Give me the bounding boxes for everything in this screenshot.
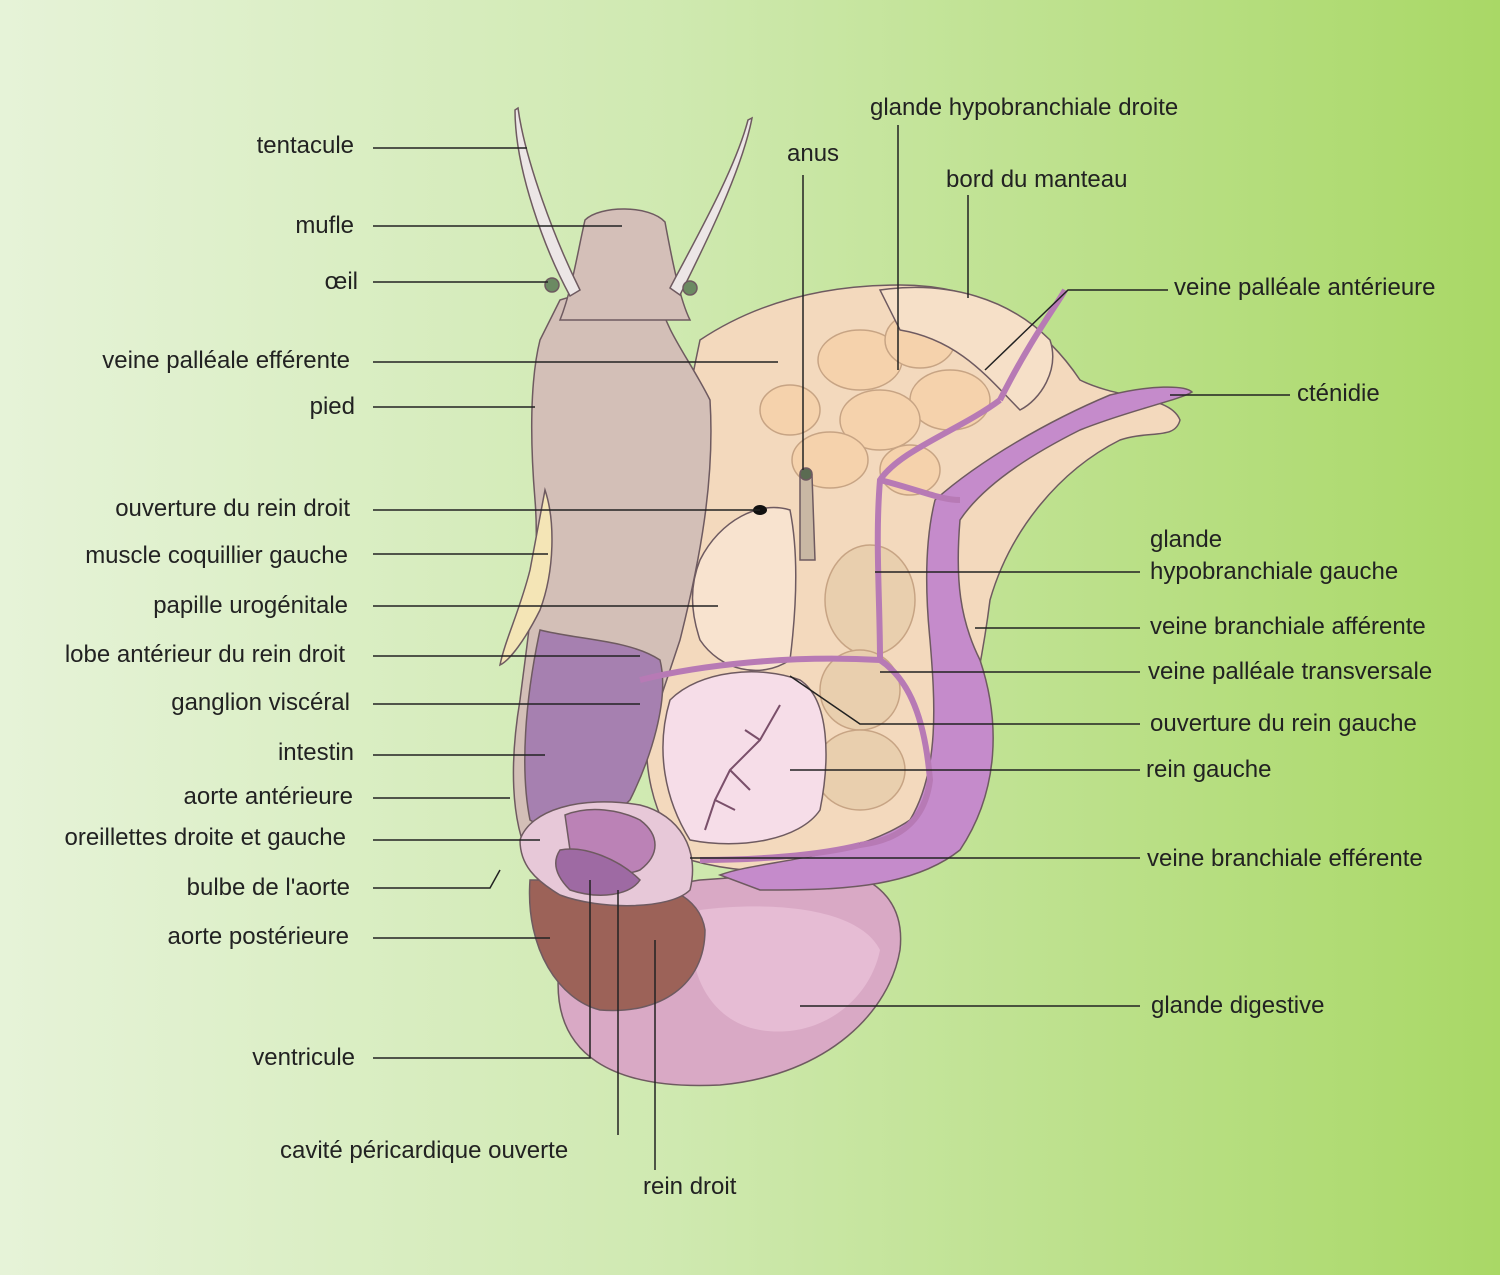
leader-veine-palleale-anterieure [984,289,1168,371]
label-veine-palleale-anterieure: veine palléale antérieure [1174,274,1436,301]
digestive-gland-inner [692,906,880,1032]
label-glande-hypobranchiale-gauche-2: hypobranchiale gauche [1150,558,1399,585]
label-oreillettes: oreillettes droite et gauche [64,824,346,851]
ctenidium [717,386,1194,891]
label-veine-branchiale-efferente: veine branchiale efférente [1147,845,1423,872]
label-glande-hypobranchiale-droite: glande hypobranchiale droite [870,94,1179,121]
ventricle [554,848,641,896]
right-tentacle [669,116,754,297]
label-ctenidie: cténidie [1297,380,1380,407]
label-pied: pied [309,393,355,420]
intestine [524,629,664,832]
label-rein-droit: rein droit [643,1173,737,1200]
label-aorte-anterieure: aorte antérieure [183,783,353,810]
left-kidney [662,671,827,845]
label-intestin: intestin [277,739,354,766]
label-mufle: mufle [295,212,354,239]
label-veine-palleale-transversale: veine palléale transversale [1148,658,1433,685]
leader-bulbe [373,869,501,889]
label-glande-digestive: glande digestive [1151,992,1325,1019]
left-kidney-vessels [704,704,781,831]
label-aorte-posterieure: aorte postérieure [167,923,349,950]
label-tentacule: tentacule [256,132,354,159]
label-ventricule: ventricule [252,1044,355,1071]
label-anus: anus [787,140,840,167]
label-veine-branchiale-afferente: veine branchiale afférente [1150,613,1426,640]
leader-ventricule [373,880,591,1059]
right-eye [682,280,698,296]
label-ouverture-rein-gauche: ouverture du rein gauche [1150,710,1417,737]
anus-tube [799,474,816,561]
label-muscle-coquillier-gauche: muscle coquillier gauche [85,542,348,569]
columellar-muscle [498,487,553,667]
left-tentacle [514,106,581,298]
label-papille-urogenitale: papille urogénitale [153,592,348,619]
label-bulbe-aorte: bulbe de l'aorte [186,874,350,901]
leader-ouverture-rein-gauche [789,675,1140,725]
leader-lines [373,125,1290,1170]
label-oeil: œil [324,268,358,295]
left-eye [544,277,560,293]
label-cavite-pericardique: cavité péricardique ouverte [280,1137,569,1164]
label-ganglion-visceral: ganglion viscéral [171,689,350,716]
anatomy-drawing [498,106,1194,1087]
anus-opening [799,467,813,481]
label-bord-manteau: bord du manteau [946,166,1128,193]
label-lobe-anterieur: lobe antérieur du rein droit [64,641,345,668]
label-rein-gauche: rein gauche [1146,756,1272,783]
label-ouverture-rein-droit: ouverture du rein droit [115,495,350,522]
label-veine-palleale-efferente: veine palléale efférente [102,347,350,374]
vessels [639,288,1068,863]
hypobranchial-gland-right [759,311,991,496]
label-glande-hypobranchiale-gauche-1: glande [1150,526,1223,553]
